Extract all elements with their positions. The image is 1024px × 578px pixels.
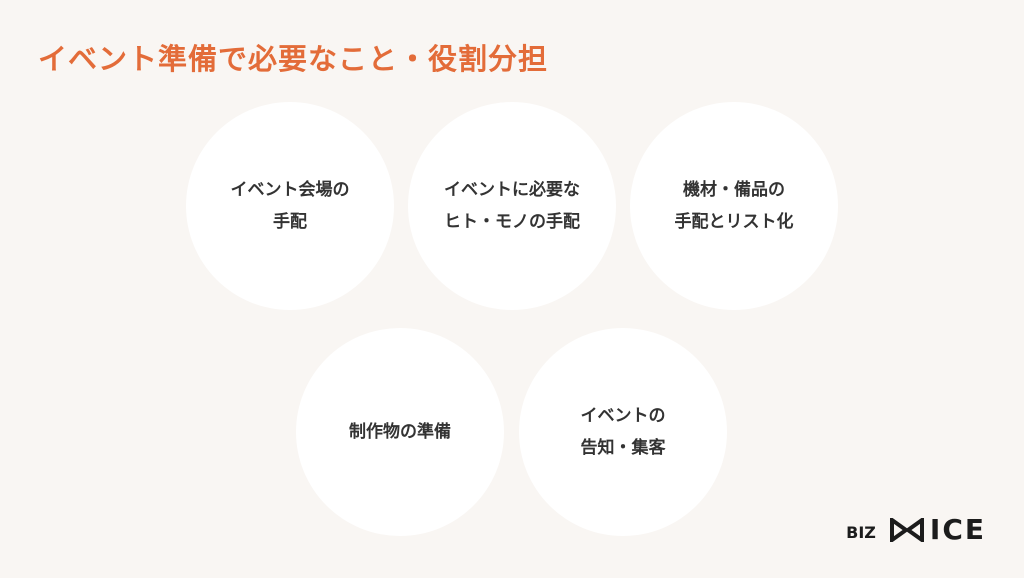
circle-promotion: イベントの 告知・集客 [519,328,727,536]
circle-line2: ヒト・モノの手配 [444,212,580,232]
circle-text: イベントの 告知・集客 [581,400,666,464]
circle-line1: イベントに必要な [444,180,580,200]
biz-mice-logo: BIZ ICE [846,513,986,546]
circle-production: 制作物の準備 [296,328,504,536]
m-mark-icon [889,518,924,542]
circle-line1: 機材・備品の [683,180,785,200]
logo-mice: ICE [889,513,986,546]
logo-biz-text: BIZ [846,523,876,542]
circle-line1: イベント会場の [230,180,350,200]
circle-people-things: イベントに必要な ヒト・モノの手配 [408,102,616,310]
circle-equipment: 機材・備品の 手配とリスト化 [630,102,838,310]
logo-ice-text: ICE [929,513,986,546]
circle-line1: イベントの [580,406,666,426]
circle-line2: 手配 [273,212,307,232]
circle-line1: 制作物の準備 [349,422,451,442]
circle-text: 機材・備品の 手配とリスト化 [675,174,794,238]
circle-line2: 手配とリスト化 [674,212,794,232]
page-title: イベント準備で必要なこと・役割分担 [38,42,549,76]
circle-text: イベント会場の 手配 [231,174,350,238]
circle-line2: 告知・集客 [580,438,666,458]
circle-text: イベントに必要な ヒト・モノの手配 [444,174,580,238]
circle-venue: イベント会場の 手配 [186,102,394,310]
circle-text: 制作物の準備 [349,416,451,448]
